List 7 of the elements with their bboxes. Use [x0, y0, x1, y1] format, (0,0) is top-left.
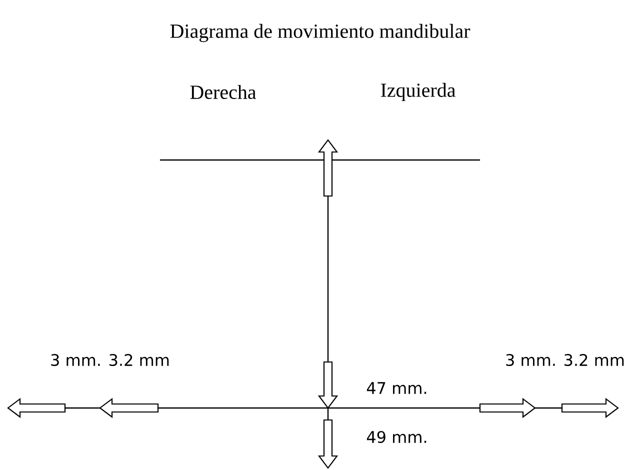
- heading-label: Izquierda: [380, 82, 456, 102]
- dimension-label: 49 mm.: [366, 430, 426, 444]
- title: Diagrama de movimiento mandibular: [170, 24, 470, 42]
- dimension-label: 3 mm. 3.2 mm: [506, 354, 624, 366]
- dimension-label: 3 mm. 3.2 mm: [51, 354, 169, 366]
- dimension-label: 47 mm.: [366, 382, 426, 394]
- heading-label: Derecha: [190, 84, 256, 100]
